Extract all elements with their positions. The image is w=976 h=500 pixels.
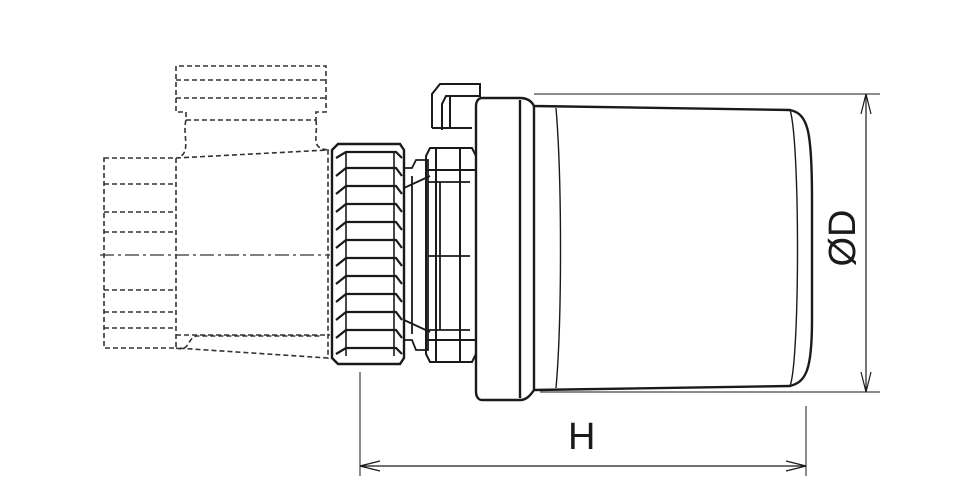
flange-ring <box>425 147 477 363</box>
thermostat-head <box>474 96 814 402</box>
height-dimension-label: H <box>568 416 596 458</box>
latch-clip <box>431 83 481 130</box>
extension-lines <box>359 93 880 476</box>
valve-body-dashed <box>103 65 330 359</box>
dimension-h <box>359 460 807 472</box>
dimension-d <box>860 93 872 393</box>
diameter-dimension-label: ØD <box>822 209 864 267</box>
knurled-nut <box>330 142 406 366</box>
